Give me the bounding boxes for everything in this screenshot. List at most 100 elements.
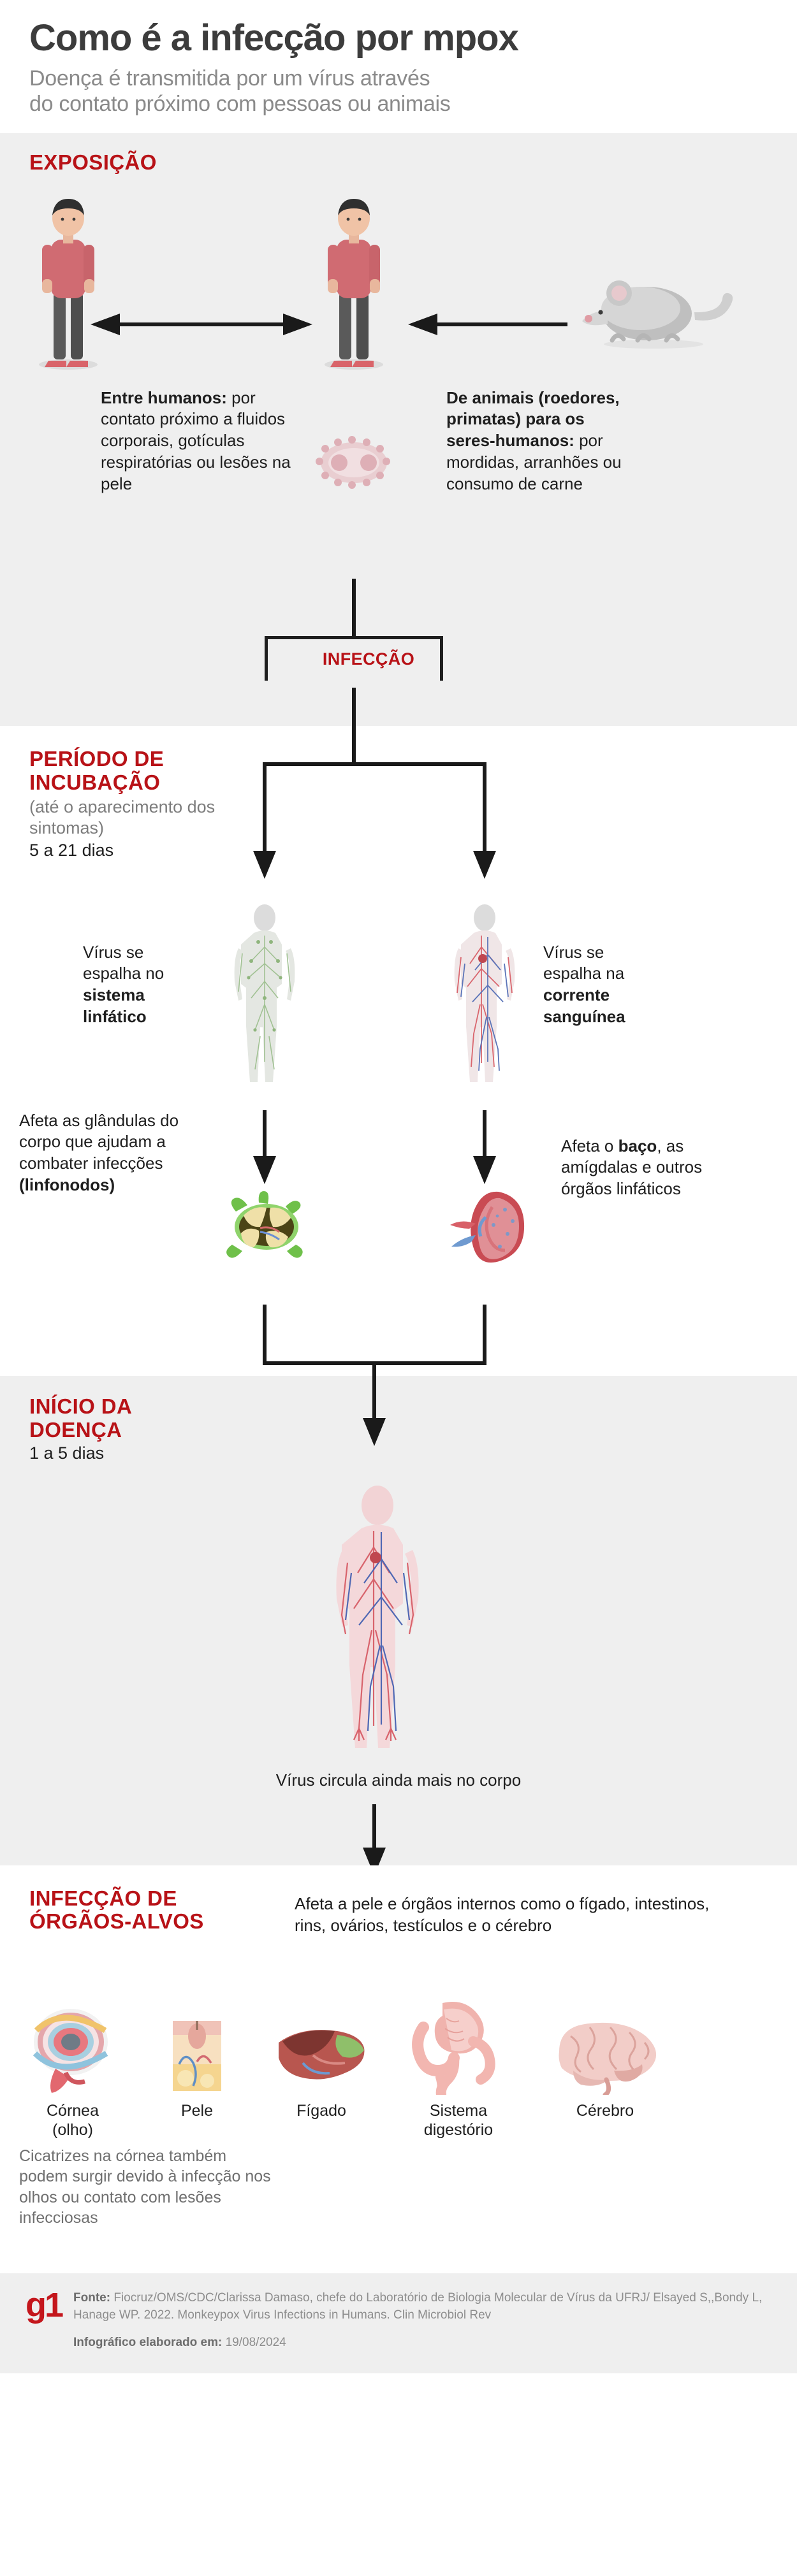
organ-item-digestive: Sistema digestório: [385, 1999, 532, 2139]
section-incubation: PERÍODO DE INCUBAÇÃO (até o aparecimento…: [0, 688, 797, 1377]
incubation-right-organ-pre: Afeta o: [561, 1136, 618, 1155]
disease-body-area: [0, 1484, 797, 1770]
liver-icon: [279, 2029, 365, 2080]
disease-days: 1 a 5 dias: [29, 1443, 105, 1463]
spleen-illustration: [450, 1191, 525, 1263]
organ-items-row: Córnea (olho): [0, 1999, 797, 2139]
exposure-animal-text-rest: por mordidas, arranhões ou consumo de ca…: [446, 431, 622, 493]
disease-to-organs-area: [0, 1790, 797, 1873]
exposure-text-blocks: Entre humanos: por contato próximo a flu…: [0, 387, 797, 579]
organ-item-skin: Pele: [136, 1999, 258, 2139]
organ-label-brain: Cérebro: [532, 2101, 678, 2120]
exposure-human-text-rest: por contato próximo a fluidos corporais,…: [101, 387, 291, 493]
exposure-illustrations: [0, 194, 797, 379]
exposure-animal-text-bold: De animais (roedores, primatas) para os …: [446, 387, 620, 451]
cornea-note-text: Cicatrizes na córnea também podem surgir…: [19, 2146, 271, 2227]
infection-box: INFECÇÃO: [265, 635, 443, 681]
lymphatic-system-illustration: [234, 904, 295, 1082]
page-subtitle: Doença é transmitida por um vírus atravé…: [29, 66, 768, 117]
page-header: Como é a infecção por mpox Doença é tran…: [0, 0, 797, 134]
section-exposure: EXPOSIÇÃO: [0, 133, 797, 727]
organ-label-cornea-l2: (olho): [52, 2120, 93, 2139]
brain-art: [532, 1999, 678, 2095]
incubation-label-line-2: INCUBAÇÃO: [29, 770, 161, 794]
incubation-right-body-text: Vírus se espalha na corrente sanguínea: [543, 942, 664, 1028]
incubation-left-text-pre: Vírus se espalha no: [83, 942, 165, 983]
incubation-right-organ-text: Afeta o baço, as amígdalas e outros órgã…: [561, 1136, 740, 1200]
infection-box-label: INFECÇÃO: [322, 649, 415, 669]
person-left-illustration: [39, 198, 98, 370]
organ-label-cornea-l1: Córnea: [47, 2101, 99, 2120]
organ-label-digestive: Sistema digestório: [385, 2101, 532, 2139]
skin-icon: [173, 2020, 221, 2091]
incubation-right-text-pre: Vírus se espalha na: [543, 942, 625, 983]
footer-date-label: Infográfico elaborado em:: [73, 2335, 223, 2349]
organs-label-line-1: INFECÇÃO DE: [29, 1886, 177, 1910]
rodent-illustration: [582, 280, 733, 349]
incubation-body-figures: Vírus se espalha no sistema linfático Ví…: [0, 902, 797, 1094]
section-organs-label: INFECÇÃO DE ÓRGÃOS-ALVOS: [29, 1886, 797, 1934]
footer-text: Fonte: Fiocruz/OMS/CDC/Clarissa Damaso, …: [73, 2290, 768, 2352]
incubation-left-organ-pre: Afeta as glândulas do corpo que ajudam a…: [19, 1110, 179, 1173]
footer-source: Fonte: Fiocruz/OMS/CDC/Clarissa Damaso, …: [73, 2290, 768, 2324]
brain-icon: [559, 2022, 657, 2095]
skin-art: [136, 1999, 258, 2095]
organ-label-skin: Pele: [136, 2101, 258, 2120]
page-title: Como é a infecção por mpox: [29, 17, 519, 59]
organ-label-brain-l1: Cérebro: [576, 2101, 634, 2120]
liver-art: [258, 1999, 385, 2095]
organ-label-skin-l1: Pele: [180, 2101, 214, 2120]
digestive-system-icon: [412, 2001, 495, 2095]
exposure-animal-text: De animais (roedores, primatas) para os …: [446, 387, 631, 495]
organ-label-liver-l1: Fígado: [296, 2101, 346, 2120]
subtitle-line-1: Doença é transmitida por um vírus atravé…: [29, 66, 430, 91]
disease-label-line-2: DOENÇA: [29, 1417, 122, 1442]
organ-item-brain: Cérebro: [532, 1999, 678, 2139]
digestive-art: [385, 1999, 532, 2095]
section-target-organs: INFECÇÃO DE ÓRGÃOS-ALVOS Afeta a pele e …: [0, 1865, 797, 2273]
section-exposure-label: EXPOSIÇÃO: [29, 150, 157, 175]
circulatory-system-illustration: [454, 904, 515, 1082]
disease-label-line-1: INÍCIO DA: [29, 1394, 133, 1419]
lymph-node-illustration: [226, 1190, 303, 1258]
section-disease-label: INÍCIO DA DOENÇA: [29, 1395, 797, 1442]
incubation-left-organ-text: Afeta as glândulas do corpo que ajudam a…: [19, 1110, 210, 1196]
footer-source-value: Fiocruz/OMS/CDC/Clarissa Damaso, chefe d…: [73, 2290, 763, 2322]
section-disease-start: INÍCIO DA DOENÇA 1 a 5 dias: [0, 1305, 797, 1873]
full-body-circulation-illustration: [336, 1485, 419, 1748]
organ-label-digestive-l1: Sistema: [429, 2101, 488, 2120]
footer-source-label: Fonte:: [73, 2290, 111, 2305]
virus-particle-illustration: [316, 435, 390, 489]
incubation-right-text-bold: corrente sanguínea: [543, 985, 625, 1026]
exposure-human-text: Entre humanos: por contato próximo a flu…: [101, 387, 292, 495]
exposure-human-text-bold: Entre humanos:: [101, 387, 227, 407]
incubation-right-organ-bold: baço: [618, 1136, 657, 1155]
incubation-subtext: (até o aparecimento dos sintomas): [29, 797, 216, 837]
footer-date-value: 19/08/2024: [222, 2335, 286, 2349]
g1-logo: g1: [26, 2285, 64, 2324]
incubation-days: 5 a 21 dias: [29, 840, 114, 860]
section-incubation-label: PERÍODO DE INCUBAÇÃO: [29, 748, 797, 794]
subtitle-line-2: do contato próximo com pessoas ou animai…: [29, 92, 451, 117]
organ-label-liver: Fígado: [258, 2101, 385, 2120]
organ-item-cornea: Córnea (olho): [9, 1999, 136, 2139]
organs-intro-text: Afeta a pele e órgãos internos como o fí…: [295, 1893, 710, 1935]
infection-connector-area: INFECÇÃO: [0, 578, 797, 681]
eye-cornea-icon: [33, 2008, 108, 2093]
incubation-right-organ-post: , as amígdalas e outros órgãos linfático…: [561, 1136, 703, 1199]
eye-cornea-art: [9, 1999, 136, 2095]
incubation-label-line-1: PERÍODO DE: [29, 747, 165, 771]
organs-label-line-2: ÓRGÃOS-ALVOS: [29, 1909, 204, 1934]
organ-item-liver: Fígado: [258, 1999, 385, 2139]
disease-down-arrow: [363, 1804, 386, 1873]
infographic-page: Como é a infecção por mpox Doença é tran…: [0, 0, 797, 2373]
incubation-left-organ-bold: (linfonodos): [19, 1175, 115, 1194]
incubation-left-text-bold: sistema linfático: [83, 985, 147, 1026]
organ-label-cornea: Córnea (olho): [9, 2101, 136, 2139]
person-center-illustration: [325, 198, 383, 370]
organ-label-digestive-l2: digestório: [423, 2120, 494, 2139]
footer-date: Infográfico elaborado em: 19/08/2024: [73, 2334, 768, 2352]
incubation-left-body-text: Vírus se espalha no sistema linfático: [83, 942, 198, 1028]
incubation-organ-area: Afeta as glândulas do corpo que ajudam a…: [0, 1110, 797, 1301]
page-footer: g1 Fonte: Fiocruz/OMS/CDC/Clarissa Damas…: [0, 2273, 797, 2373]
